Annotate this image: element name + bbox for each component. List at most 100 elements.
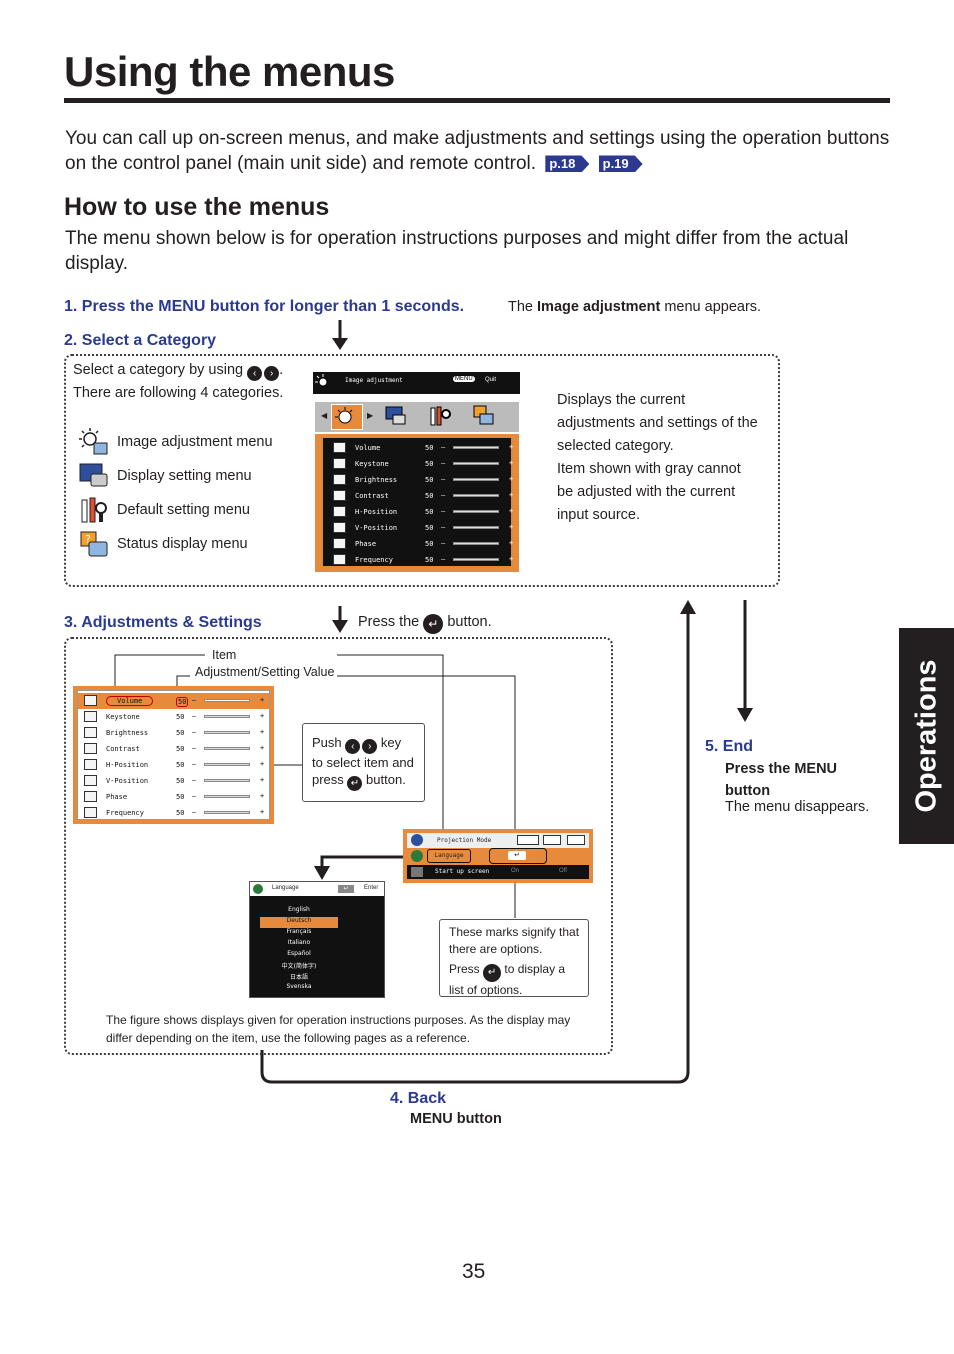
language-option-selected[interactable]: Deutsch [260,917,338,928]
osd-item-label: V-Position [106,777,148,785]
osd-item-icon [84,743,97,754]
language-option[interactable]: 日本語 [260,972,338,983]
osd-tab-default-icon[interactable] [429,405,451,427]
osd-item-slider[interactable] [204,795,250,798]
step2-label: 2. Select a Category [64,332,216,350]
language-option[interactable]: Français [260,928,338,939]
osd-item-icon [84,791,97,802]
category-label: Display setting menu [117,468,252,484]
minus-icon: – [192,728,196,736]
projection-option[interactable] [517,835,539,845]
display-setting-icon [79,462,109,490]
osd-tab-status-icon[interactable] [473,405,495,427]
step5-label: 5. End [705,738,753,756]
category-item: Image adjustment menu [79,425,273,459]
osd-header-title: Image adjustment [345,377,403,384]
osd-tab-display-icon[interactable] [385,405,407,427]
plus-icon: + [509,507,513,515]
step2-instructions: Select a category by using ‹›. There are… [73,359,283,405]
osd-item-slider[interactable] [453,526,499,529]
language-icon [411,850,423,862]
desc-line: selected category. [557,435,777,458]
osd-item-icon [84,695,97,706]
language-option[interactable]: Svenska [260,983,338,994]
step5-bold1: Press the MENU [725,758,837,780]
language-option[interactable]: Italiano [260,939,338,950]
osd-tab-image[interactable] [331,404,363,430]
osd-item-slider[interactable] [204,811,250,814]
osd-item-slider[interactable] [204,699,250,702]
osd-item-slider[interactable] [453,494,499,497]
osd-item-slider[interactable] [204,715,250,718]
step5-bold: Press the MENU button [725,758,837,802]
minus-icon: – [441,555,445,563]
language-enter-box[interactable]: ↵ [489,848,547,864]
osd-item-slider[interactable] [453,478,499,481]
startup-icon [411,867,423,877]
language-option[interactable]: English [260,906,338,917]
osd-item-slider[interactable] [204,763,250,766]
plus-icon: + [509,475,513,483]
osd-item-slider[interactable] [204,747,250,750]
osd-right-arrow-icon: ▶ [367,411,373,420]
osd-item-icon [84,711,97,722]
language-header-icon [253,884,263,894]
plus-icon: + [260,728,264,736]
projection-option[interactable] [543,835,561,845]
osd-item-slider[interactable] [453,462,499,465]
language-options: English Deutsch Français Italiano Españo… [260,906,338,994]
projection-option[interactable] [567,835,585,845]
plus-icon: + [509,539,513,547]
osd-item-slider[interactable] [204,779,250,782]
plus-icon: + [260,696,264,704]
sun-icon [315,374,333,392]
osd-language-list: Language ↵ Enter English Deutsch Françai… [249,881,385,998]
plus-icon: + [260,760,264,768]
plus-icon: + [509,491,513,499]
enter-key-icon: ↵ [347,776,362,791]
osd-category-bar: ◀ ▶ [315,402,519,432]
osd-default-setting: Projection Mode Language ↵ Start up scre… [403,829,593,883]
osd-item-value: 50 [425,444,433,452]
osd-item-value: 50 [176,761,184,769]
osd-item-value: 50 [176,777,184,785]
step3-press: Press the ↵ button. [358,614,492,634]
osd-item-icon [84,775,97,786]
osd-adjust-panel: Volume50–+Keystone50–+Brightness50–+Cont… [73,686,274,824]
image-adjust-icon [79,428,109,456]
osd-panel: Volume50–+Keystone50–+Brightness50–+Cont… [315,434,519,572]
minus-icon: – [441,491,445,499]
osd-item-slider[interactable] [453,542,499,545]
osd-item-slider[interactable] [453,446,499,449]
osd-item-slider[interactable] [453,510,499,513]
language-option[interactable]: 中文(简体字) [260,961,338,972]
item-caption: Item [212,647,236,664]
osd-item-slider[interactable] [204,731,250,734]
push-post: key [381,735,401,750]
osd-item-icon [84,807,97,818]
step5-text: The menu disappears. [725,799,869,815]
plus-icon: + [509,459,513,467]
category-item: Display setting menu [79,459,273,493]
osd-language-row[interactable]: Language ↵ [407,849,589,864]
osd-item-slider[interactable] [453,558,499,561]
language-option[interactable]: Español [260,950,338,961]
minus-icon: – [192,712,196,720]
